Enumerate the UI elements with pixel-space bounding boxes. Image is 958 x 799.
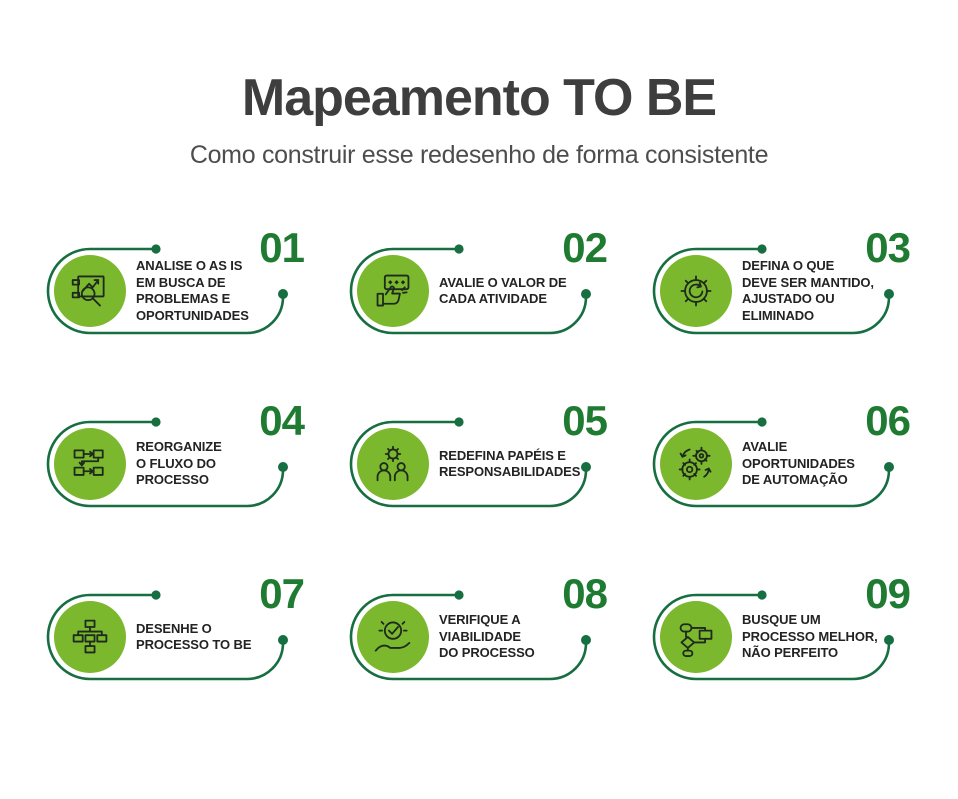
viability-check-icon <box>373 617 413 657</box>
automation-gears-icon <box>676 444 716 484</box>
step-label: DEFINA O QUE DEVE SER MANTIDO, AJUSTADO … <box>742 258 874 323</box>
step-number: 08 <box>562 570 608 617</box>
page-subtitle: Como construir esse redesenho de forma c… <box>189 141 769 169</box>
step-card-4: REORGANIZE O FLUXO DO PROCESSO 04 <box>36 400 306 522</box>
step-card-7: DESENHE O PROCESSO TO BE 07 <box>36 573 306 695</box>
step-card-2: AVALIE O VALOR DE CADA ATIVIDADE 02 <box>339 227 609 349</box>
step-number: 09 <box>865 570 911 617</box>
step-card-3: DEFINA O QUE DEVE SER MANTIDO, AJUSTADO … <box>642 227 912 349</box>
roles-responsibilities-icon <box>373 444 413 484</box>
step-label: VERIFIQUE A VIABILIDADE DO PROCESSO <box>439 612 535 661</box>
step-number: 04 <box>259 397 305 444</box>
step-card-9: BUSQUE UM PROCESSO MELHOR, NÃO PERFEITO … <box>642 573 912 695</box>
better-not-perfect-icon <box>676 617 716 657</box>
step-card-6: AVALIE OPORTUNIDADES DE AUTOMAÇÃO 06 <box>642 400 912 522</box>
activity-value-icon <box>373 271 413 311</box>
step-number: 06 <box>865 397 911 444</box>
step-number: 05 <box>562 397 608 444</box>
to-be-design-icon <box>70 617 110 657</box>
step-label: AVALIE O VALOR DE CADA ATIVIDADE <box>439 274 567 307</box>
step-label: REDEFINA PAPÉIS E RESPONSABILIDADES <box>439 447 581 480</box>
step-card-8: VERIFIQUE A VIABILIDADE DO PROCESSO 08 <box>339 573 609 695</box>
step-number: 03 <box>865 224 911 271</box>
step-label: AVALIE OPORTUNIDADES DE AUTOMAÇÃO <box>742 439 855 488</box>
step-number: 07 <box>259 570 305 617</box>
step-card-1: ANALISE O AS IS EM BUSCA DE PROBLEMAS E … <box>36 227 306 349</box>
step-label: REORGANIZE O FLUXO DO PROCESSO <box>136 439 222 488</box>
step-label: BUSQUE UM PROCESSO MELHOR, NÃO PERFEITO <box>742 612 878 661</box>
page-title: Mapeamento TO BE <box>241 69 717 127</box>
step-label: ANALISE O AS IS EM BUSCA DE PROBLEMAS E … <box>136 258 249 323</box>
keep-adjust-eliminate-icon <box>676 271 716 311</box>
step-label: DESENHE O PROCESSO TO BE <box>136 620 252 653</box>
as-is-analysis-icon <box>70 271 110 311</box>
step-card-5: REDEFINA PAPÉIS E RESPONSABILIDADES 05 <box>339 400 609 522</box>
infographic-header: Mapeamento TO BE Como construir esse red… <box>0 68 958 170</box>
step-number: 02 <box>562 224 608 271</box>
process-flow-icon <box>70 444 110 484</box>
steps-grid: ANALISE O AS IS EM BUSCA DE PROBLEMAS E … <box>36 227 912 695</box>
step-number: 01 <box>259 224 305 271</box>
